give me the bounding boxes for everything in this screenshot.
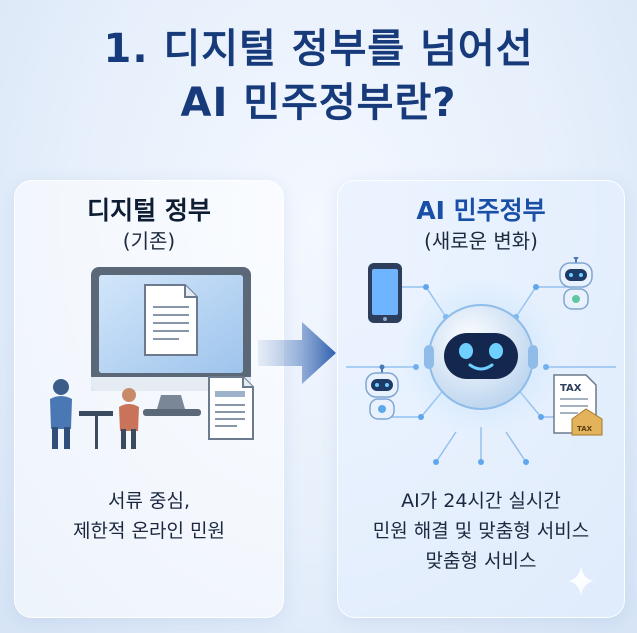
computer-people-illustration bbox=[50, 267, 254, 449]
digital-government-description: 서류 중심, 제한적 온라인 민원 bbox=[15, 486, 283, 546]
ai-government-heading: AI 민주정부 bbox=[416, 196, 546, 225]
sparkle-icon bbox=[568, 566, 594, 596]
small-robot-top-icon bbox=[559, 257, 593, 310]
ai-network-illustration: TAX TAX bbox=[346, 257, 616, 465]
small-robot-bottom-icon bbox=[365, 364, 399, 420]
digital-government-card: 디지털 정부 (기존) bbox=[14, 180, 284, 618]
official-icon bbox=[119, 388, 139, 449]
digital-government-heading: 디지털 정부 bbox=[87, 196, 211, 225]
smartphone-icon bbox=[368, 263, 402, 323]
monitor-icon bbox=[91, 267, 251, 416]
counter-icon bbox=[79, 411, 113, 449]
ai-democratic-government-card: AI 민주정부 (새로운 변화) bbox=[337, 180, 625, 618]
digital-government-desc-line-1: 서류 중심, bbox=[108, 490, 190, 512]
title-line-2: AI 민주정부란? bbox=[180, 80, 457, 126]
ai-government-desc-line-2: 민원 해결 및 맞춤형 서비스 bbox=[372, 520, 590, 542]
digital-government-desc-line-2: 제한적 온라인 민원 bbox=[73, 520, 225, 542]
citizen-icon bbox=[50, 379, 72, 449]
digital-government-subheading: (기존) bbox=[122, 229, 176, 253]
transition-arrow-icon bbox=[258, 322, 336, 384]
paper-form-icon bbox=[208, 376, 254, 440]
tax-label: TAX bbox=[560, 383, 582, 394]
ai-government-desc-line-1: AI가 24시간 실시간 bbox=[401, 490, 561, 512]
document-on-screen-icon bbox=[144, 284, 198, 356]
ai-government-desc-line-3: 맞춤형 서비스 bbox=[425, 550, 537, 572]
ai-robot-head-icon bbox=[424, 304, 538, 410]
ai-government-subheading: (새로운 변화) bbox=[424, 229, 538, 253]
title-line-1: 1. 디지털 정부를 넘어선 bbox=[103, 26, 534, 72]
page-title: 1. 디지털 정부를 넘어선 AI 민주정부란? bbox=[0, 22, 637, 130]
ai-government-description: AI가 24시간 실시간 민원 해결 및 맞춤형 서비스 맞춤형 서비스 bbox=[338, 486, 624, 576]
tax-box-label: TAX bbox=[577, 425, 593, 433]
tax-document-icon: TAX TAX bbox=[553, 374, 603, 436]
